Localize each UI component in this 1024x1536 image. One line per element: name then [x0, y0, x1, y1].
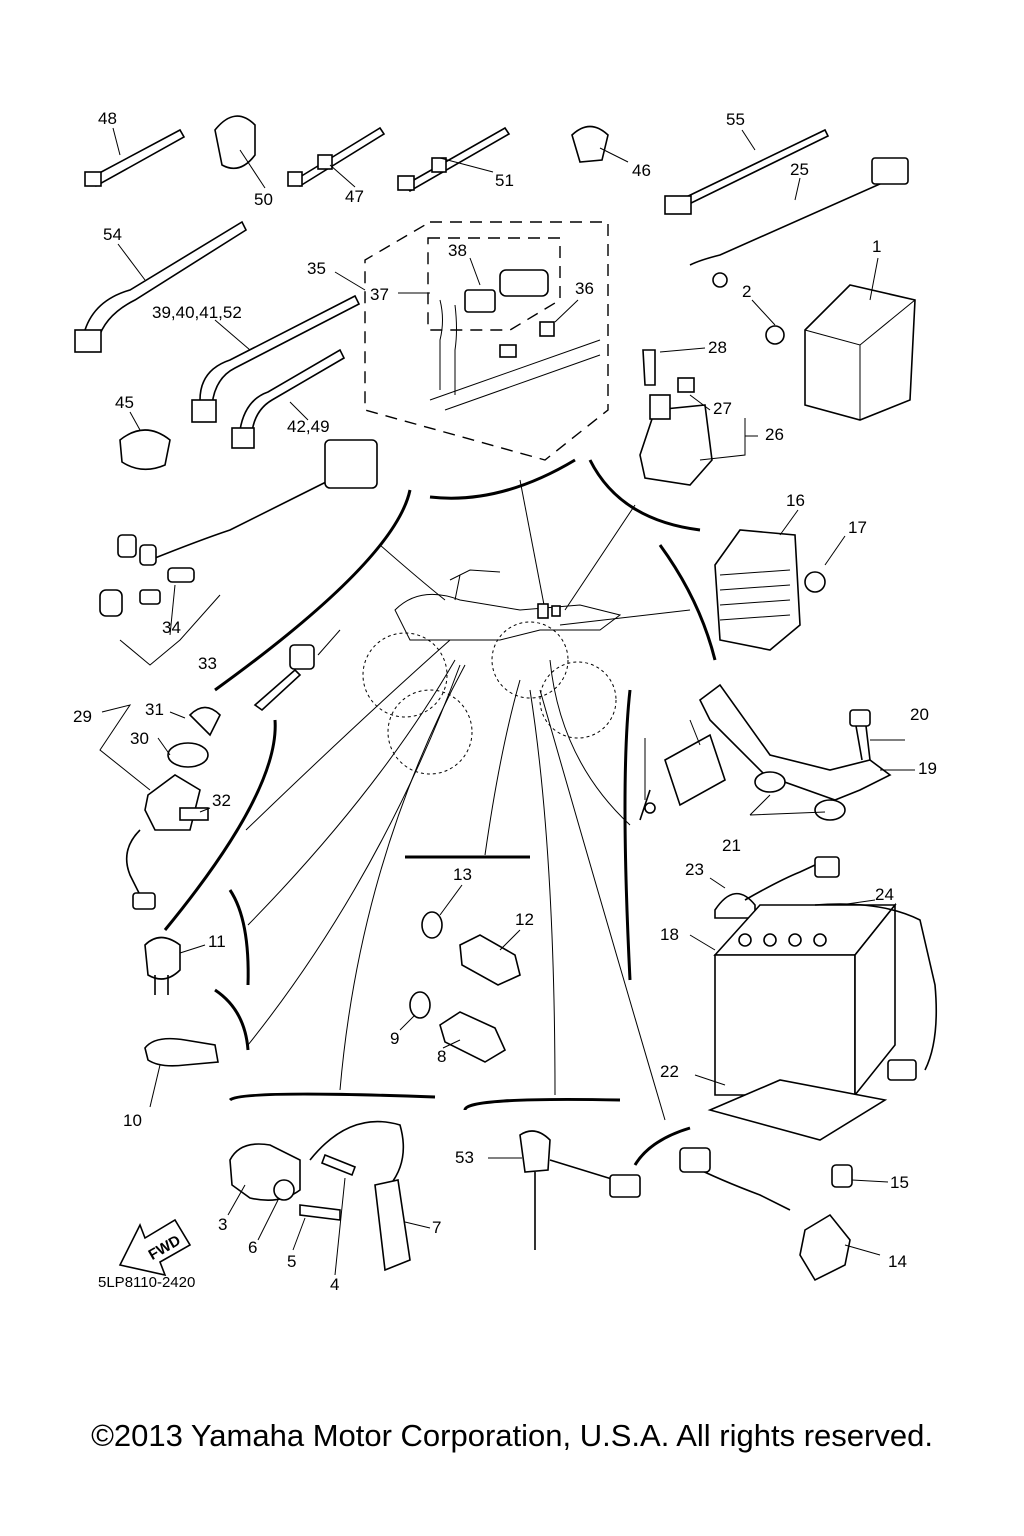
callout-44: 46: [632, 161, 651, 180]
label-leaders: [99, 127, 915, 1276]
callout-38: 38: [448, 241, 467, 260]
callout-16: 16: [786, 491, 805, 510]
callout-27: 27: [713, 399, 732, 418]
callout-33: 33: [198, 654, 217, 673]
callout-29: 29: [73, 707, 92, 726]
callout-43: 45: [115, 393, 134, 412]
callout-6: 6: [248, 1238, 257, 1257]
callout-48: 51: [495, 171, 514, 190]
callout-20: 20: [910, 705, 929, 724]
callout-4: 4: [330, 1275, 339, 1294]
callout-17: 17: [848, 518, 867, 537]
callout-22: 22: [660, 1062, 679, 1081]
callout-34: 34: [162, 618, 181, 637]
diagram-code: 5LP8110-2420: [98, 1274, 195, 1291]
callout-45: 47: [345, 187, 364, 206]
callout-51: 54: [103, 225, 122, 244]
callout-2: 2: [742, 282, 751, 301]
callout-7: 7: [432, 1218, 441, 1237]
callout-15: 15: [890, 1173, 909, 1192]
atv-outline: [362, 569, 622, 775]
copyright-notice: ©2013 Yamaha Motor Corporation, U.S.A. A…: [91, 1418, 933, 1453]
callout-11: 11: [208, 932, 226, 951]
callout-32: 32: [212, 791, 231, 810]
callout-8: 8: [437, 1047, 446, 1066]
part-shapes: [74, 115, 938, 1282]
callout-36: 36: [575, 279, 594, 298]
callout-46: 48: [98, 109, 117, 128]
callout-3: 3: [218, 1215, 227, 1234]
callout-31: 31: [145, 700, 164, 719]
callout-47: 50: [254, 190, 273, 209]
callout-12: 12: [515, 910, 534, 929]
callout-21: 21: [722, 836, 741, 855]
callout-19: 19: [918, 759, 937, 778]
harness-subassembly-box: [364, 221, 609, 461]
callout-9: 9: [390, 1029, 399, 1048]
callout-10: 10: [123, 1111, 142, 1130]
callout-14: 14: [888, 1252, 907, 1271]
group-leader-lines: [163, 458, 717, 1166]
callout-53: 55: [726, 110, 745, 129]
callout-23: 23: [685, 860, 704, 879]
callout-35: 35: [307, 259, 326, 278]
callout-labels: 48 50 47 51 46 55 25 1 2 54 35 37 38 36 …: [73, 109, 937, 1294]
callout-24: 24: [875, 885, 894, 904]
callout-26: 26: [765, 425, 784, 444]
callout-37: 37: [370, 285, 389, 304]
callout-25: 25: [790, 160, 809, 179]
callout-30: 30: [130, 729, 149, 748]
callout-39-40-41-52: 39,40,41,52: [152, 303, 242, 322]
callout-5: 5: [287, 1252, 296, 1271]
callout-18: 18: [660, 925, 679, 944]
callout-13: 13: [453, 865, 472, 884]
callout-50: 53: [455, 1148, 474, 1167]
callout-28: 28: [708, 338, 727, 357]
callout-1: 1: [872, 237, 881, 256]
callout-42-49: 42,49: [287, 417, 330, 436]
